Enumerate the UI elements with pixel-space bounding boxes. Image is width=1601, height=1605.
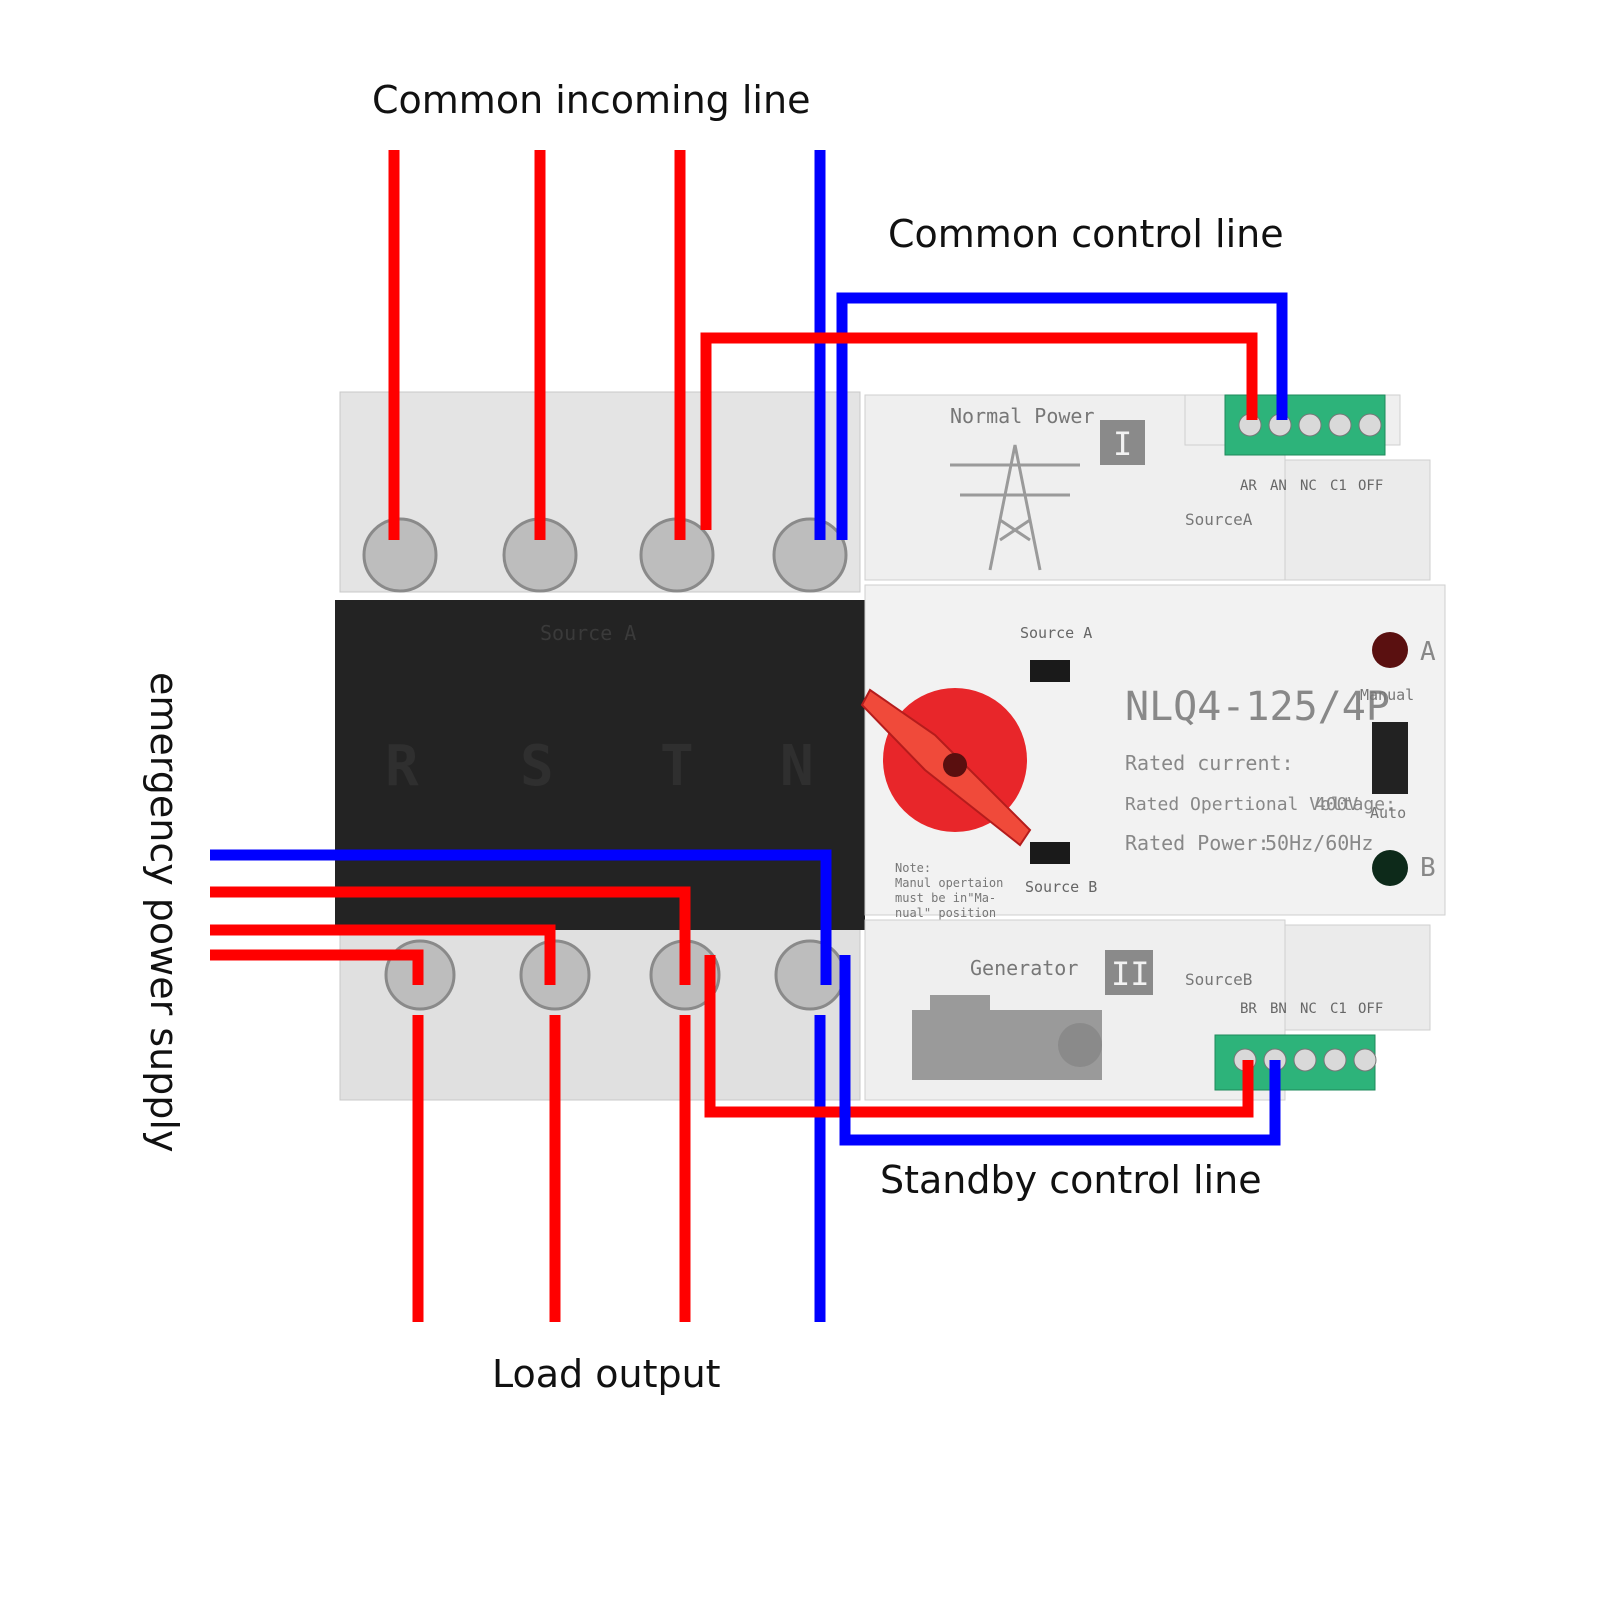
top-terminal-screws <box>362 517 848 593</box>
phase-letter-r: R <box>385 734 419 799</box>
breaker-body: Source A R S T N <box>335 391 865 1101</box>
note-line-2: Manul opertaion <box>895 876 1003 890</box>
generator-icon <box>912 995 1102 1080</box>
source-a-window <box>1030 660 1070 682</box>
terminal-screw-icon <box>1298 413 1322 437</box>
rated-voltage-value: 400V <box>1315 794 1359 815</box>
screw-icon <box>774 939 846 1011</box>
top-terminal-ar: AR <box>1240 478 1257 494</box>
control-wire-an <box>836 292 1288 540</box>
indicator-a-label: A <box>1420 637 1436 667</box>
source-a-top-text: SourceA <box>1185 510 1253 529</box>
phase-letters: R S T N <box>385 734 814 799</box>
source-b-window <box>1030 842 1070 864</box>
bottom-terminal-br: BR <box>1240 1001 1257 1017</box>
controller-body: Normal Power I SourceA AR AN NC C1 OFF S… <box>860 394 1446 1101</box>
phase-letter-t: T <box>660 734 694 799</box>
controller-bottom-right <box>1284 924 1431 1031</box>
note-line-1: Note: <box>895 861 931 875</box>
screw-icon <box>772 517 848 593</box>
top-terminal-c1: C1 <box>1330 478 1347 494</box>
emergency-wire-s <box>210 924 556 985</box>
emergency-wire-r <box>210 949 424 985</box>
top-terminal-nc: NC <box>1300 478 1317 494</box>
manual-text: Manual <box>1360 686 1414 704</box>
bottom-terminal-bn: BN <box>1270 1001 1287 1017</box>
bottom-terminal-block: BR BN NC C1 OFF <box>1214 1001 1383 1091</box>
roman-one-box <box>1100 420 1145 465</box>
source-b-bottom-text: SourceB <box>1185 970 1252 989</box>
roman-two-box <box>1105 950 1153 995</box>
power-tower-icon <box>950 444 1080 571</box>
terminal-screw-icon <box>1323 1048 1347 1072</box>
terminal-screw-icon <box>1358 413 1382 437</box>
auto-text: Auto <box>1370 804 1406 822</box>
control-wire-ar <box>700 332 1258 530</box>
note-line-4: nual" position <box>895 906 996 920</box>
rated-power-label: Rated Power: <box>1125 831 1270 855</box>
controller-top-right <box>1284 459 1431 581</box>
black-source-a-text: Source A <box>540 621 636 645</box>
rated-voltage-label: Rated Opertional Voltage: <box>1125 794 1396 815</box>
emergency-wire-n <box>210 849 832 985</box>
generator-text: Generator <box>970 956 1078 980</box>
rotary-handle <box>860 688 1032 847</box>
rated-current-text: Rated current: <box>1125 751 1294 775</box>
indicator-b-label: B <box>1420 853 1436 883</box>
bottom-terminal-c1: C1 <box>1330 1001 1347 1017</box>
roman-two-text: II <box>1111 955 1150 993</box>
indicator-b-lamp <box>1372 850 1408 886</box>
rated-power-value: 50Hz/60Hz <box>1265 831 1373 855</box>
note-block: Note: Manul opertaion must be in"Ma- nua… <box>895 861 1003 920</box>
load-output-label: Load output <box>492 1352 721 1396</box>
common-incoming-line-label: Common incoming line <box>372 78 811 122</box>
top-terminal-off: OFF <box>1358 478 1383 494</box>
standby-control-line-label: Standby control line <box>880 1158 1262 1202</box>
terminal-screw-icon <box>1328 413 1352 437</box>
manual-auto-switch <box>1372 722 1408 794</box>
standby-wire-br <box>704 955 1254 1118</box>
source-a-window-text: Source A <box>1020 624 1092 642</box>
phase-letter-s: S <box>520 734 554 799</box>
emergency-power-supply-label: emergency power supply <box>142 672 186 1153</box>
handle-pivot-icon <box>943 753 967 777</box>
terminal-screw-icon <box>1293 1048 1317 1072</box>
note-line-3: must be in"Ma- <box>895 891 996 905</box>
roman-one-text: I <box>1113 425 1132 463</box>
source-b-window-text: Source B <box>1025 878 1097 896</box>
model-text: NLQ4-125/4P <box>1125 684 1390 730</box>
normal-power-text: Normal Power <box>950 404 1095 428</box>
bottom-terminal-nc: NC <box>1300 1001 1317 1017</box>
emergency-wire-t <box>210 886 691 985</box>
terminal-screw-icon <box>1353 1048 1377 1072</box>
standby-wire-bn <box>839 955 1281 1146</box>
common-control-line-label: Common control line <box>888 212 1284 256</box>
phase-letter-n: N <box>780 734 814 799</box>
breaker-black-cover <box>335 600 865 930</box>
wires <box>210 150 1288 1322</box>
top-terminal-an: AN <box>1270 478 1287 494</box>
screw-icon <box>362 517 438 593</box>
bottom-terminal-off: OFF <box>1358 1001 1383 1017</box>
indicator-a-lamp <box>1372 632 1408 668</box>
